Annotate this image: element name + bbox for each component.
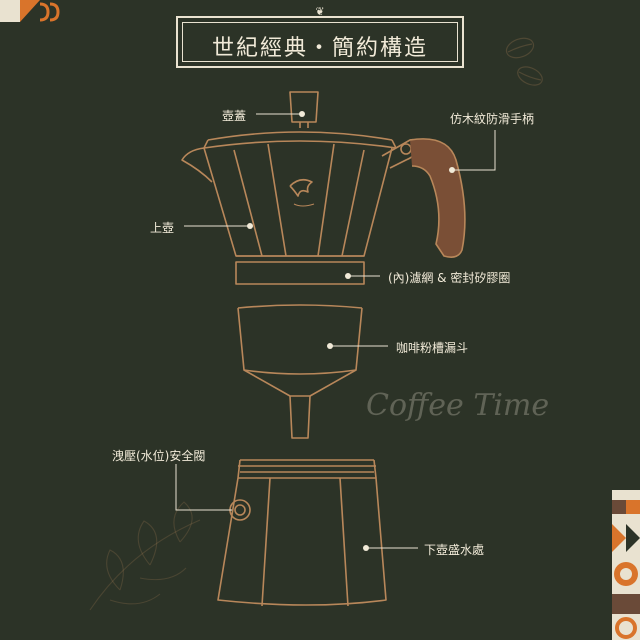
label-handle: 仿木紋防滑手柄 — [450, 112, 535, 126]
label-lid: 壺蓋 — [222, 109, 247, 123]
label-valve: 洩壓(水位)安全閥 — [112, 449, 206, 463]
upper-pot-dot — [247, 223, 253, 229]
handle-leader — [452, 130, 496, 171]
corner-pattern-top-left-art — [0, 0, 60, 22]
leaf-decoration-bottom — [89, 501, 201, 611]
filter-gasket — [235, 261, 365, 285]
lower-pot — [217, 477, 387, 607]
label-lower-pot: 下壺盛水處 — [424, 543, 485, 557]
valve-leader — [175, 464, 232, 511]
coffee-time-watermark: Coffee Time — [366, 388, 550, 423]
bean-decoration-top — [505, 37, 543, 86]
corner-pattern-right-art — [612, 490, 640, 640]
lower-pot-threads — [237, 459, 377, 479]
upper-pot — [181, 143, 393, 257]
lid-dot — [299, 111, 305, 117]
corner-pattern-top-left — [0, 0, 64, 22]
lid-knob — [289, 91, 319, 128]
label-funnel: 咖啡粉槽漏斗 — [396, 341, 469, 355]
corner-pattern-right — [612, 490, 640, 640]
filter-gasket-dot — [345, 273, 351, 279]
lower-pot-dot — [363, 545, 369, 551]
title-ornament: ❦ — [315, 5, 325, 18]
title-frame: 世紀經典・簡約構造 — [176, 16, 464, 68]
funnel-basket — [237, 304, 363, 439]
funnel-dot — [327, 343, 333, 349]
label-upper-pot: 上壺 — [150, 221, 175, 235]
label-filter-gasket: (內)濾網 & 密封矽膠圈 — [388, 271, 511, 285]
lid — [203, 131, 397, 149]
page-title: 世紀經典・簡約構造 — [211, 36, 428, 61]
handle-dot — [449, 167, 455, 173]
handle — [381, 138, 466, 258]
